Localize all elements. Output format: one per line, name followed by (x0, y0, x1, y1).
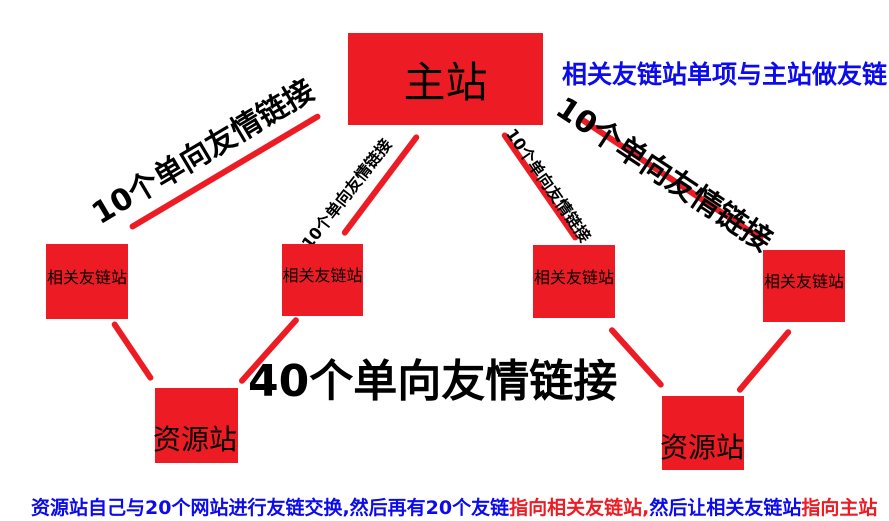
bottom-note-segment-2: 指向相关友链站, (509, 497, 650, 519)
link-label-2: 10个单向友情链接 (297, 135, 396, 253)
related-site-box-2: 相关友链站 (282, 244, 363, 316)
bottom-note-segment-1: 资源站自己与20个网站进行友链交换,然后再有20个友链 (31, 497, 510, 519)
related-site-box-1: 相关友链站 (46, 244, 128, 319)
related-site-label-3: 相关友链站 (533, 267, 614, 287)
related-site-label-2: 相关友链站 (282, 266, 363, 285)
related-site-label-4: 相关友链站 (763, 272, 844, 291)
resource-site-box-2: 资源站 (660, 396, 745, 470)
connector-related1-to-resource1 (110, 320, 155, 382)
related-site-label-1: 相关友链站 (46, 267, 127, 287)
main-site-box: 主站 (348, 33, 543, 125)
resource-site-box-1: 资源站 (153, 388, 238, 463)
main-site-label: 主站 (403, 57, 488, 107)
link-label-1: 10个单向友情链接 (86, 73, 321, 232)
connector-related4-to-resource2 (735, 328, 793, 394)
bottom-note-segment-4: 指向主站 (801, 497, 878, 519)
bottom-note: 资源站自己与20个网站进行友链交换,然后再有20个友链指向相关友链站,然后让相关… (31, 493, 877, 520)
related-site-box-4: 相关友链站 (763, 250, 845, 322)
related-site-box-3: 相关友链站 (533, 245, 615, 318)
resource-site-label-2: 资源站 (660, 431, 745, 464)
top-right-note: 相关友链站单项与主站做友链 (562, 60, 888, 89)
resource-site-label-1: 资源站 (153, 423, 238, 456)
center-big-label: 40个单向友情链接 (248, 356, 618, 407)
link-label-3: 10个单向友情链接 (502, 124, 595, 246)
bottom-note-segment-3: 然后让相关友链站 (649, 497, 802, 519)
